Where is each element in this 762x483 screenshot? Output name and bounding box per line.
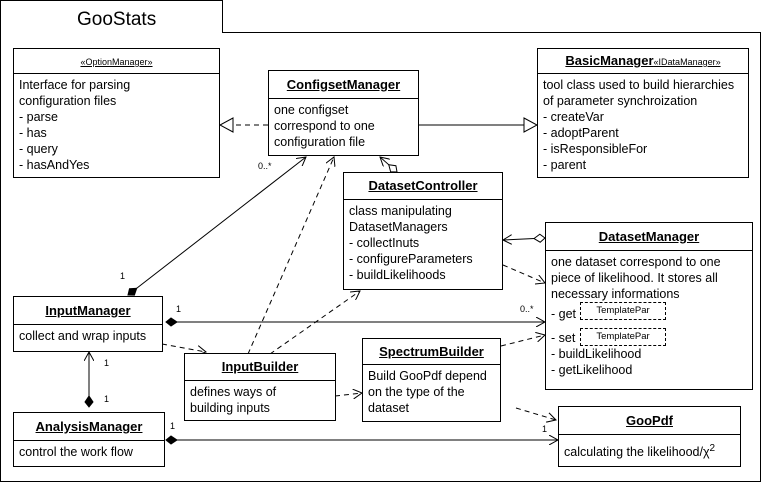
dataset-manager-line: piece of likelihood. It stores all [551, 271, 718, 285]
goo-pdf-sup: 2 [709, 443, 716, 454]
mult-cfg-many: 0..* [258, 161, 272, 171]
goo-pdf-box: GooPdf calculating the likelihood/χ2 [558, 406, 741, 467]
configset-manager-box: ConfigsetManager one configset correspon… [268, 70, 419, 156]
option-manager-line: - hasAndYes [19, 158, 90, 172]
dataset-manager-line: - getLikelihood [551, 363, 633, 377]
dataset-manager-line: necessary informations [551, 287, 680, 301]
option-manager-line: configuration files [19, 94, 117, 108]
ib-to-cfg [247, 157, 334, 355]
mult-im-to-ds: 1 [176, 304, 182, 314]
basic-manager-stereotype: «IDataManager» [653, 57, 721, 67]
configset-manager-line: configuration file [274, 135, 366, 149]
analysis-manager-line: control the work flow [19, 445, 133, 459]
basic-manager-box: BasicManager«IDataManager» tool class us… [537, 48, 749, 178]
mult-am-to-pdf: 1 [170, 421, 176, 431]
dataset-manager-line: - buildLikelihood [551, 347, 642, 361]
dataset-controller-line: DatasetManagers [349, 220, 448, 234]
sb-to-dm [500, 335, 545, 347]
dataset-manager-get: - get [551, 307, 577, 321]
option-manager-line: - has [19, 126, 47, 140]
frame-tab: GooStats [0, 0, 223, 33]
dm-to-dc [503, 238, 545, 240]
goo-pdf-line: calculating the likelihood/χ [564, 445, 710, 460]
input-manager-name: InputManager [14, 297, 162, 325]
input-builder-box: InputBuilder defines ways of building in… [184, 353, 336, 421]
im-to-ib [161, 343, 206, 352]
goo-pdf-name: GooPdf [559, 407, 740, 435]
basic-manager-line: of parameter synchroization [543, 94, 698, 108]
basic-manager-line: - createVar [543, 110, 604, 124]
dataset-manager-set: - set [551, 331, 576, 345]
spectrum-builder-line: dataset [368, 401, 410, 415]
mult-ds-many: 0..* [520, 304, 534, 314]
input-manager-line: collect and wrap inputs [19, 329, 147, 343]
basic-manager-line: - parent [543, 158, 587, 172]
mult-am-to-im: 1 [104, 394, 110, 404]
basic-manager-line: - adoptParent [543, 126, 619, 140]
dataset-controller-line: class manipulating [349, 204, 452, 218]
basic-manager-line: tool class used to build hierarchies [543, 78, 735, 92]
mult-im-to-cfg: 1 [120, 271, 126, 281]
analysis-manager-box: AnalysisManager control the work flow [13, 412, 165, 467]
dataset-manager-line: one dataset correspond to one [551, 255, 721, 269]
diagram-title: GooStats [77, 9, 157, 30]
input-builder-name: InputBuilder [185, 354, 335, 381]
input-manager-box: InputManager collect and wrap inputs [13, 296, 163, 352]
im-to-cfg [128, 157, 306, 295]
spectrum-builder-box: SpectrumBuilder Build GooPdf depend on t… [362, 338, 501, 422]
template-param-set: TemplatePar [580, 328, 666, 346]
dataset-manager-box: DatasetManager one dataset correspond to… [545, 222, 753, 390]
mult-im-to-am: 1 [104, 358, 110, 368]
option-manager-stereotype: «OptionManager» [80, 57, 153, 67]
configset-manager-name: ConfigsetManager [269, 71, 418, 99]
diagram-frame [0, 32, 761, 482]
spectrum-builder-name: SpectrumBuilder [363, 339, 500, 365]
template-param-get: TemplatePar [580, 302, 666, 320]
dataset-controller-line: - configureParameters [349, 252, 473, 266]
spectrum-builder-line: on the type of the [368, 385, 465, 399]
mult-pdf-from-am: 1 [542, 424, 548, 434]
dataset-controller-box: DatasetController class manipulating Dat… [343, 172, 503, 290]
ib-to-sb [334, 393, 362, 396]
sb-to-pdf [515, 407, 556, 420]
input-builder-line: building inputs [190, 401, 270, 415]
option-manager-box: «OptionManager» Interface for parsing co… [13, 48, 220, 178]
basic-manager-name: BasicManager [565, 53, 654, 68]
dataset-controller-line: - collectInuts [349, 236, 420, 250]
dc-to-dm [502, 264, 545, 283]
dataset-controller-line: - buildLikelihoods [349, 268, 446, 282]
option-manager-line: - parse [19, 110, 58, 124]
spectrum-builder-line: Build GooPdf depend [368, 369, 487, 383]
analysis-manager-name: AnalysisManager [14, 413, 164, 441]
option-manager-line: Interface for parsing [19, 78, 131, 92]
dataset-controller-name: DatasetController [344, 173, 502, 200]
input-builder-line: defines ways of [190, 385, 277, 399]
dataset-manager-name: DatasetManager [546, 223, 752, 251]
configset-manager-line: one configset [274, 103, 349, 117]
option-manager-line: - query [19, 142, 58, 156]
basic-manager-line: - isResponsibleFor [543, 142, 648, 156]
dc-to-cfg [380, 157, 397, 172]
configset-manager-line: correspond to one [274, 119, 375, 133]
